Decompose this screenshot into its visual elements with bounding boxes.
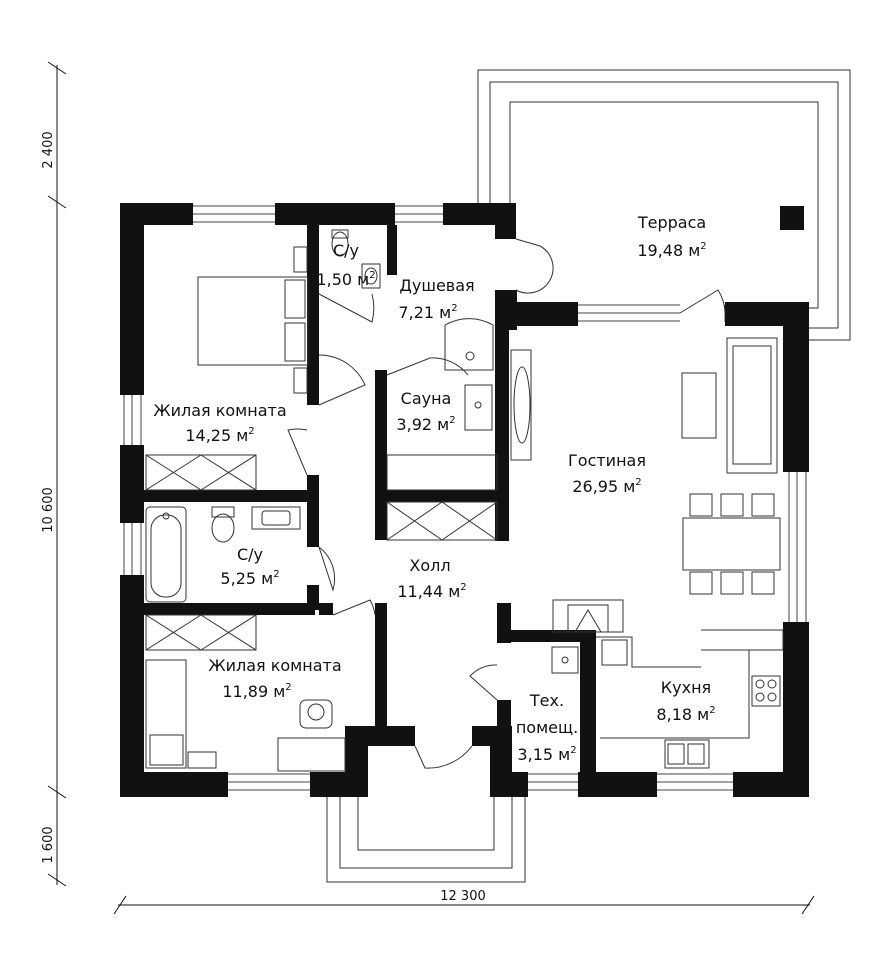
room-shower-area: 7,21 м2 bbox=[398, 303, 457, 322]
room-tech-name2: помещ. bbox=[516, 718, 578, 737]
dim-height: 10 600 bbox=[41, 487, 56, 533]
room-sauna-area: 3,92 м2 bbox=[396, 415, 455, 434]
furniture bbox=[145, 229, 784, 772]
room-sauna-name: Сауна bbox=[401, 389, 452, 408]
room-labels: Терраса 19,48 м2 С/у 1,50 м2 Душевая 7,2… bbox=[153, 213, 715, 764]
room-wc-name: С/у bbox=[237, 545, 263, 564]
terrace-outline bbox=[477, 69, 851, 341]
room-living-name: Гостиная bbox=[568, 451, 646, 470]
terrace-column bbox=[780, 206, 804, 230]
room-hall-area: 11,44 м2 bbox=[397, 582, 466, 601]
room-terrace-name: Терраса bbox=[637, 213, 706, 232]
porch-outline bbox=[326, 795, 526, 883]
room-tech-area: 3,15 м2 bbox=[517, 745, 576, 764]
room-wc-area: 5,25 м2 bbox=[220, 569, 279, 588]
room-kitchen-area: 8,18 м2 bbox=[656, 705, 715, 724]
room-bedroom2-name: Жилая комната bbox=[208, 656, 341, 675]
room-wc-small-name: С/у bbox=[333, 241, 359, 260]
windows bbox=[123, 205, 807, 791]
room-shower-name: Душевая bbox=[399, 276, 474, 295]
dim-bottom-offset: 1 600 bbox=[41, 826, 56, 863]
doors bbox=[287, 238, 726, 769]
room-hall-name: Холл bbox=[409, 556, 450, 575]
walls bbox=[120, 203, 809, 797]
room-bedroom2-area: 11,89 м2 bbox=[222, 682, 291, 701]
dimension-lines bbox=[47, 61, 815, 915]
dim-top-offset: 2 400 bbox=[41, 131, 56, 168]
dim-width: 12 300 bbox=[440, 889, 486, 904]
room-bedroom1-area: 14,25 м2 bbox=[185, 426, 254, 445]
room-kitchen-name: Кухня bbox=[661, 678, 711, 697]
room-tech-name: Тех. bbox=[529, 691, 564, 710]
room-living-area: 26,95 м2 bbox=[572, 477, 641, 496]
room-wc-small-area: 1,50 м2 bbox=[316, 270, 375, 289]
room-terrace-area: 19,48 м2 bbox=[637, 241, 706, 260]
room-bedroom1-name: Жилая комната bbox=[153, 401, 286, 420]
